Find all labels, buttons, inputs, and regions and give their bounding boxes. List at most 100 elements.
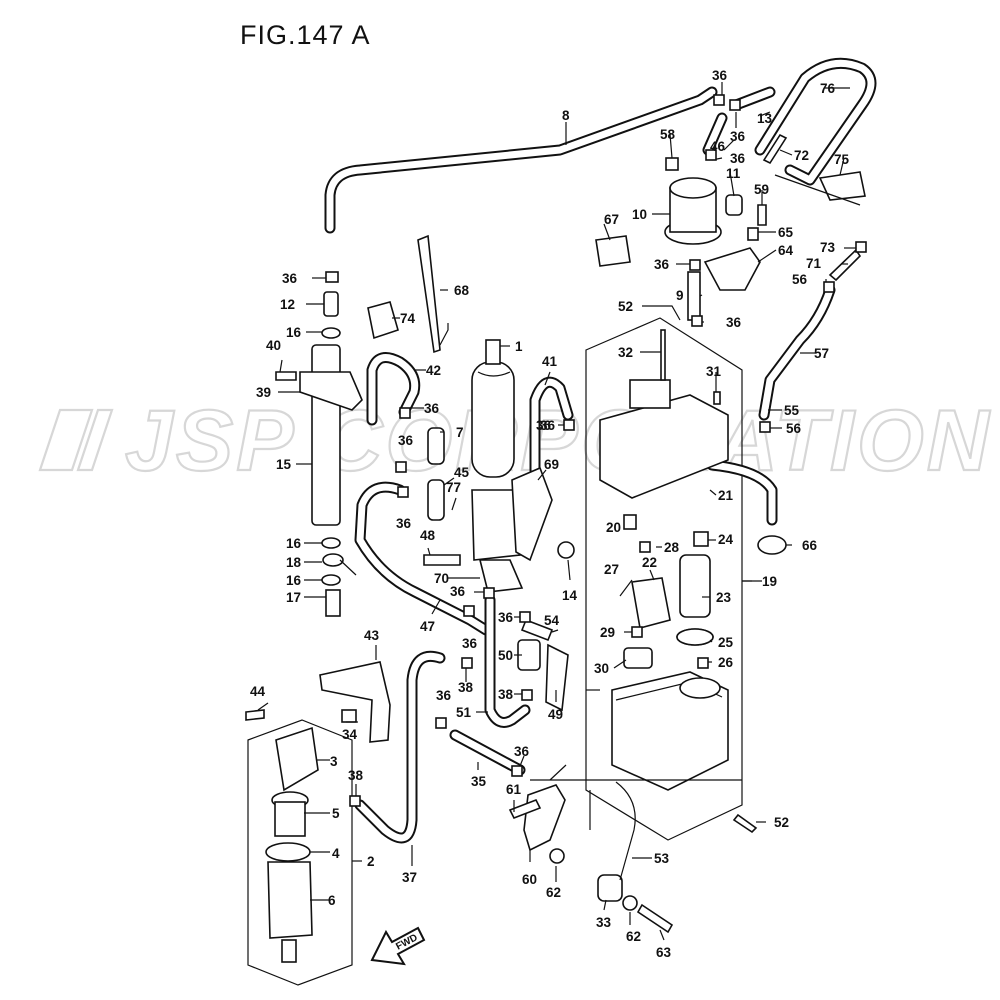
callout-46: 46	[710, 139, 726, 154]
fitting-30	[623, 647, 653, 669]
watermark-logo-bar	[76, 408, 114, 472]
callout-20: 20	[606, 520, 621, 535]
callout-11: 11	[726, 166, 741, 181]
callout-31: 31	[706, 364, 722, 379]
callout-36-h: 36	[398, 433, 414, 448]
callout-30: 30	[594, 661, 609, 676]
callout-14: 14	[562, 588, 578, 603]
callout-36-b: 36	[730, 129, 746, 144]
leader-lines	[257, 82, 861, 941]
bracket-69	[511, 466, 553, 562]
callout-55: 55	[784, 403, 800, 418]
callout-6: 6	[328, 893, 336, 908]
callout-9: 9	[676, 288, 684, 303]
vapor-separator-group-box	[585, 317, 743, 841]
bracket-43	[319, 661, 391, 743]
fuel-rail-15	[299, 344, 363, 526]
bolt-61	[508, 798, 542, 820]
screw-65	[747, 227, 759, 241]
callout-62-a: 62	[546, 885, 561, 900]
watermark: JSP CORPORATION	[38, 392, 990, 490]
callout-39: 39	[256, 385, 271, 400]
float-chamber-10	[664, 177, 722, 245]
callout-41: 41	[542, 354, 558, 369]
callout-1: 1	[515, 339, 523, 354]
callout-36-g: 36	[424, 401, 440, 416]
callout-36-d: 36	[282, 271, 298, 286]
fuel-pump	[471, 339, 521, 561]
fitting-67	[595, 235, 631, 267]
callout-44: 44	[250, 684, 266, 699]
bolt-17	[325, 589, 341, 617]
fitting-48	[423, 554, 461, 566]
callout-65: 65	[778, 225, 794, 240]
part-72	[762, 133, 788, 165]
callout-15: 15	[276, 457, 292, 472]
band-68	[417, 234, 441, 354]
clip-74	[367, 301, 399, 340]
callout-38-b: 38	[498, 687, 514, 702]
fitting-25	[676, 628, 714, 646]
callout-56-b: 56	[786, 421, 802, 436]
callout-29: 29	[600, 625, 615, 640]
callout-53: 53	[654, 851, 670, 866]
callout-23: 23	[716, 590, 732, 605]
callout-36-e: 36	[654, 257, 670, 272]
callout-57-visible: 57	[814, 346, 829, 361]
callout-42: 42	[426, 363, 441, 378]
callout-25: 25	[718, 635, 734, 650]
callout-37: 37	[402, 870, 417, 885]
callout-62-b: 62	[626, 929, 641, 944]
callout-21: 21	[718, 488, 734, 503]
fitting-44	[245, 709, 265, 721]
callout-16-c: 16	[286, 573, 302, 588]
washer-62a	[549, 848, 565, 864]
callout-33: 33	[596, 915, 612, 930]
fitting-14	[557, 541, 575, 559]
callout-22: 22	[642, 555, 657, 570]
callout-36-o: 36	[514, 744, 530, 759]
vapor-separator-tank	[611, 671, 729, 791]
callout-58: 58	[660, 127, 676, 142]
fitting-73	[855, 241, 867, 253]
watermark-logo	[38, 408, 94, 472]
callout-64: 64	[778, 243, 794, 258]
callout-28: 28	[664, 540, 680, 555]
callout-59: 59	[754, 182, 769, 197]
part-58	[665, 157, 679, 171]
callout-51: 51	[456, 705, 472, 720]
callout-77: 77	[446, 480, 461, 495]
callout-36-j: 36	[396, 516, 412, 531]
fitting-11	[725, 194, 743, 216]
callout-52-b: 52	[774, 815, 789, 830]
bolt-59	[757, 204, 767, 226]
small-hardware	[321, 94, 835, 807]
grommet-66	[757, 535, 787, 555]
callout-63: 63	[656, 945, 672, 960]
vapor-cover-assembly	[599, 379, 729, 499]
callout-12: 12	[280, 297, 295, 312]
fuel-filter-assembly	[265, 726, 319, 963]
figure-title: FIG.147 A	[240, 20, 371, 50]
callout-32: 32	[618, 345, 633, 360]
callout-36-f: 36	[726, 315, 742, 330]
callout-50: 50	[498, 648, 513, 663]
callout-56-a: 56	[792, 272, 808, 287]
callout-73: 73	[820, 240, 836, 255]
callout-16-a: 16	[286, 325, 302, 340]
wire-53	[615, 781, 636, 881]
callout-5: 5	[332, 806, 340, 821]
callout-70: 70	[434, 571, 449, 586]
callout-69: 69	[544, 457, 559, 472]
callout-36-n: 36	[436, 688, 452, 703]
callout-2: 2	[367, 854, 375, 869]
callout-36-c: 36	[730, 151, 746, 166]
callout-60: 60	[522, 872, 537, 887]
callout-36-m: 36	[498, 610, 514, 625]
sensor-22	[631, 577, 671, 629]
callout-54: 54	[544, 613, 560, 628]
pipe-9	[687, 271, 701, 321]
damper-33	[597, 874, 623, 902]
callout-3: 3	[330, 754, 338, 769]
